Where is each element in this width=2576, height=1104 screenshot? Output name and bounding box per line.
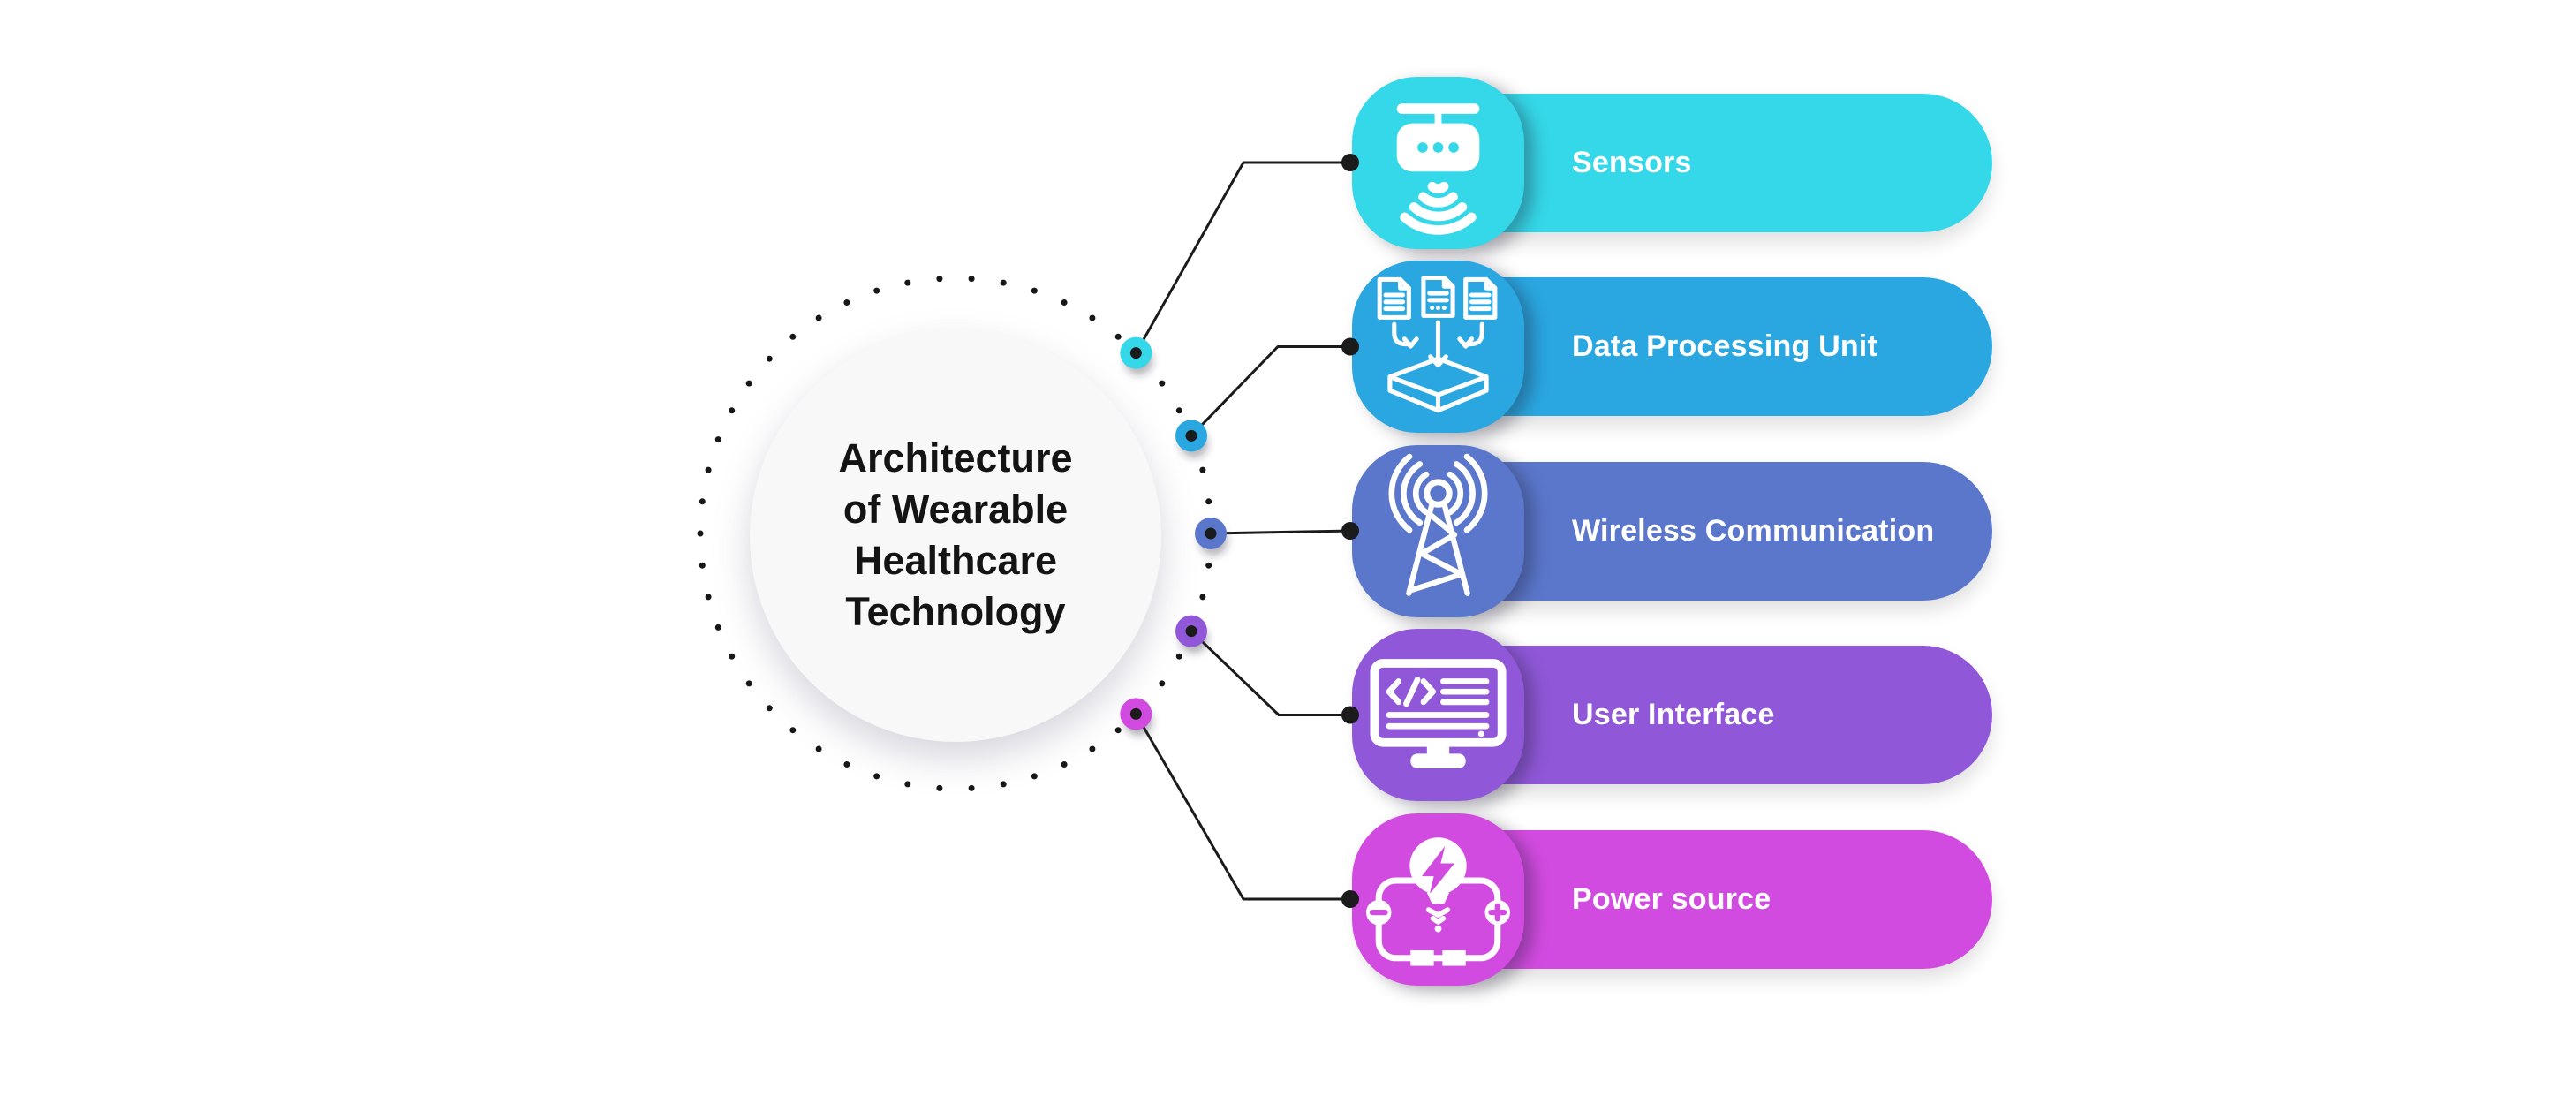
power-source-icon-badge (1352, 813, 1524, 986)
bulb-battery-circuit-icon (1365, 836, 1511, 966)
branch-label: User Interface (1572, 698, 1775, 731)
branch-label: Data Processing Unit (1572, 329, 1877, 363)
radio-tower-icon (1388, 453, 1488, 596)
connector-lines (1135, 154, 1359, 908)
branch-node-center-dot (1129, 347, 1142, 359)
branch-node-center-dot (1205, 527, 1217, 540)
branch-label: Power source (1572, 881, 1771, 916)
diagram-title: Architecture of Wearable Healthcare Tech… (750, 433, 1161, 638)
branch-row-sensors: Sensors (1352, 76, 1992, 249)
branch-node-center-dot (1185, 625, 1197, 638)
branch-row-data-processing: Data Processing Unit (1352, 261, 1992, 433)
user-interface-icon-badge (1352, 629, 1524, 801)
title-line: Architecture (838, 435, 1073, 480)
connector-line (1135, 713, 1350, 901)
wireless-icon-badge (1352, 444, 1524, 617)
data-processing-icon-badge (1352, 261, 1524, 433)
branch-label: Wireless Communication (1572, 513, 1935, 548)
sensors-icon-badge (1352, 76, 1524, 249)
title-line: Technology (845, 589, 1066, 634)
branch-row-power-source: Power source (1352, 813, 1992, 986)
branch-node (1195, 518, 1227, 549)
connector-line (1210, 529, 1351, 535)
connector-line (1135, 161, 1350, 354)
title-line: Healthcare (853, 538, 1058, 583)
documents-processing-icon (1377, 275, 1498, 413)
branch-row-user-interface: User Interface (1352, 629, 1992, 801)
connector-line (1190, 345, 1350, 437)
branch-node-center-dot (1129, 707, 1142, 720)
sensor-signal-icon (1396, 102, 1480, 235)
branch-node (1175, 420, 1208, 452)
code-monitor-icon (1370, 659, 1507, 768)
branch-node (1120, 336, 1152, 369)
central-circle (750, 330, 1161, 742)
branch-node (1175, 615, 1208, 647)
branch-node (1120, 698, 1152, 730)
branch-label: Sensors (1572, 145, 1692, 179)
connector-line (1190, 630, 1350, 716)
branch-row-wireless: Wireless Communication (1352, 444, 1992, 617)
branch-node-center-dot (1185, 429, 1197, 442)
title-line: of Wearable (842, 487, 1069, 532)
